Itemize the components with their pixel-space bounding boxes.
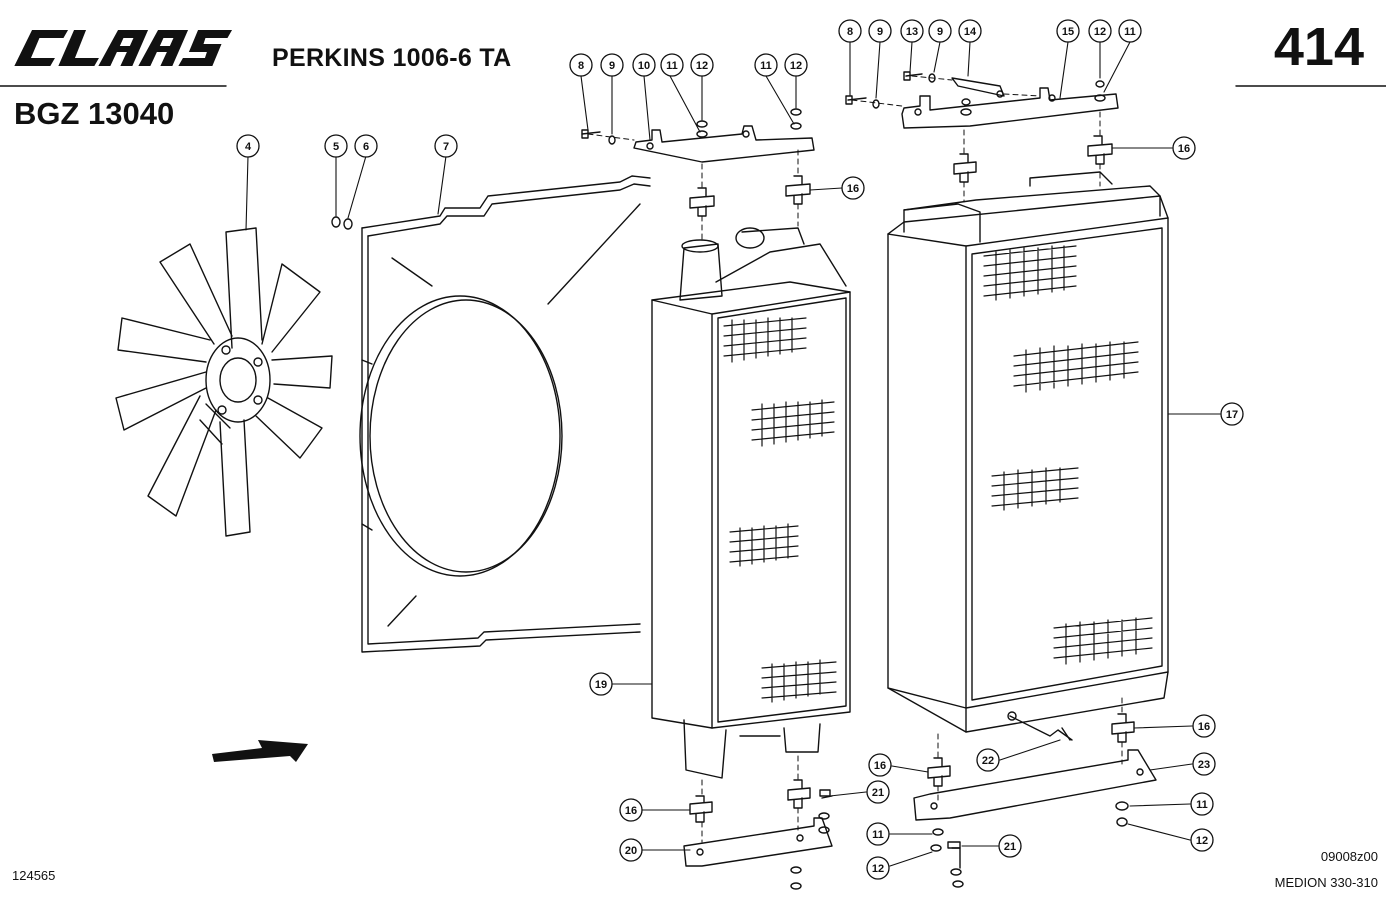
callout: 12 [1190, 828, 1214, 852]
callout-number: 11 [760, 60, 772, 72]
callout-number: 9 [877, 26, 883, 38]
intercooler-lower-bracket [683, 789, 833, 890]
callout-number: 7 [443, 141, 449, 153]
callout: 11 [1190, 792, 1214, 816]
callout-number: 13 [906, 26, 918, 38]
callout: 16 [1192, 714, 1216, 738]
callout: 23 [1192, 752, 1216, 776]
callout-number: 9 [609, 60, 615, 72]
callout-number: 12 [1094, 26, 1106, 38]
intercooler-core-mesh [723, 317, 837, 703]
callout-number: 14 [964, 26, 977, 38]
page-number: 414 [1273, 17, 1364, 77]
washer [331, 216, 341, 228]
callout: 11 [660, 53, 684, 77]
callout-number: 8 [578, 60, 584, 72]
callout-number: 11 [1196, 799, 1208, 811]
callout-number: 11 [1124, 26, 1136, 38]
callout-number: 10 [638, 60, 650, 72]
callout-number: 16 [847, 183, 859, 195]
radiator-core-mesh [983, 245, 1153, 665]
callout-number: 20 [625, 845, 637, 857]
callout-number: 21 [872, 787, 884, 799]
callout-number: 16 [874, 760, 886, 772]
callout: 16 [1172, 136, 1196, 160]
intercooler [651, 227, 851, 779]
callout-number: 11 [666, 60, 678, 72]
drawing-id: 124565 [12, 868, 56, 883]
leader-lines [245, 41, 1221, 867]
callout: 17 [1220, 402, 1244, 426]
callout: 7 [434, 134, 458, 158]
fan [115, 227, 333, 537]
callout-number: 16 [1198, 721, 1210, 733]
callout: 6 [354, 134, 378, 158]
callout-number: 12 [1196, 835, 1208, 847]
radiator [887, 171, 1169, 733]
callout: 8 [569, 53, 593, 77]
callout-number: 4 [245, 141, 252, 153]
callout: 9 [928, 19, 952, 43]
callout-number: 16 [625, 805, 637, 817]
fan-shroud [359, 175, 651, 653]
callout-number: 23 [1198, 759, 1210, 771]
callout-number: 21 [1004, 841, 1016, 853]
callout: 10 [632, 53, 656, 77]
callout: 12 [866, 856, 890, 880]
washer [343, 218, 353, 230]
airflow-arrow [212, 740, 308, 762]
callout: 9 [600, 53, 624, 77]
callout: 12 [784, 53, 808, 77]
callout: 16 [619, 798, 643, 822]
callout: 19 [589, 672, 613, 696]
callout: 14 [958, 19, 982, 43]
callout-number: 12 [696, 60, 708, 72]
machine-model: MEDION 330-310 [1274, 875, 1378, 890]
engine-model-title: PERKINS 1006-6 TA [272, 44, 512, 72]
callout-number: 6 [363, 141, 369, 153]
callout: 21 [866, 780, 890, 804]
callout-number: 15 [1062, 26, 1074, 38]
sheet-code: 09008z00 [1320, 849, 1378, 864]
callout-number: 17 [1226, 409, 1238, 421]
callout: 22 [976, 748, 1000, 772]
callout-number: 16 [1178, 143, 1190, 155]
callout-number: 8 [847, 26, 853, 38]
callout-number: 12 [872, 863, 884, 875]
callout: 11 [1118, 19, 1142, 43]
callout: 13 [900, 19, 924, 43]
callout: 5 [324, 134, 348, 158]
intercooler-upper-bracket [581, 108, 815, 163]
callout: 4 [236, 134, 260, 158]
callout-number: 5 [333, 141, 339, 153]
assembly-group-number: BGZ 13040 [14, 96, 175, 131]
callout: 20 [619, 838, 643, 862]
callout: 12 [1088, 19, 1112, 43]
callout-number: 9 [937, 26, 943, 38]
radiator-upper-bracket [845, 71, 1119, 129]
callout: 9 [868, 19, 892, 43]
callout: 21 [998, 834, 1022, 858]
radiator-lower-bracket [913, 711, 1157, 888]
callout-number: 22 [982, 755, 994, 767]
callout: 11 [866, 822, 890, 846]
callout-number: 19 [595, 679, 607, 691]
claas-logo [14, 30, 233, 66]
callout: 15 [1056, 19, 1080, 43]
callout: 16 [868, 753, 892, 777]
callout-labels: 4 5 6 7 8 9 10 11 12 11 12 16 8 9 13 9 1… [236, 19, 1244, 880]
assembly-centerlines [587, 75, 1123, 843]
callout-number: 12 [790, 60, 802, 72]
callout: 12 [690, 53, 714, 77]
callout: 16 [841, 176, 865, 200]
callout: 8 [838, 19, 862, 43]
callout: 11 [754, 53, 778, 77]
callout-number: 11 [872, 829, 884, 841]
